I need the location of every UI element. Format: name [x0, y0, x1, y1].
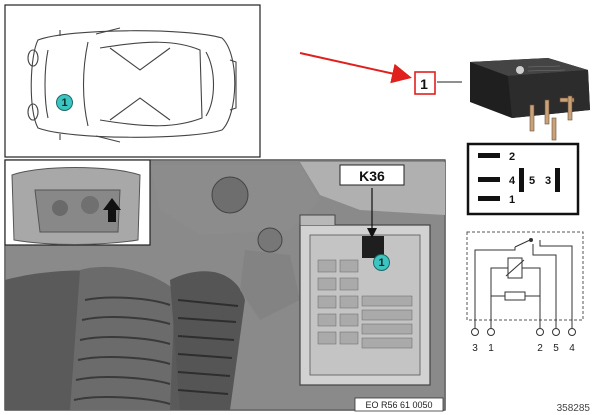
brand-logo-icon [516, 66, 524, 74]
figure-number: 358285 [557, 403, 591, 414]
pin-label-3: 3 [545, 175, 551, 187]
up-arrow-icon [103, 198, 121, 222]
relay-pin-layout [466, 142, 580, 216]
pin-label-5: 5 [529, 175, 535, 187]
schematic-pin-2: 2 [537, 343, 543, 354]
red-pointer-arrow [299, 52, 412, 84]
relay-terminals [529, 95, 575, 141]
relay-illustration [470, 58, 590, 141]
relay-schematic [466, 231, 584, 336]
schematic-pin-5: 5 [553, 343, 559, 354]
component-code-text: K36 [359, 168, 385, 184]
schematic-pin-4: 4 [569, 343, 575, 354]
component-code-label [339, 164, 405, 186]
relay-k36-in-box [362, 236, 384, 258]
schematic-pin-1: 1 [488, 343, 494, 354]
relay-number-highlight [414, 71, 436, 95]
pin-label-2: 2 [509, 151, 515, 163]
car-top-view [27, 27, 237, 143]
pin-label-4: 4 [509, 175, 516, 187]
image-code-box [354, 397, 444, 412]
relay-item-number: 1 [420, 76, 428, 92]
intake-hose-ribs [73, 296, 171, 405]
fuse-box [299, 214, 431, 386]
pin-label-1: 1 [509, 194, 515, 206]
vehicle-overview-panel [4, 4, 261, 158]
schematic-pin-3: 3 [472, 343, 478, 354]
engine-inset-panel [4, 159, 151, 246]
location-callout-badge-car: 1 [56, 94, 73, 111]
location-callout-badge-fusebox: 1 [373, 254, 390, 271]
image-code-text: EO R56 61 0050 [365, 400, 432, 410]
